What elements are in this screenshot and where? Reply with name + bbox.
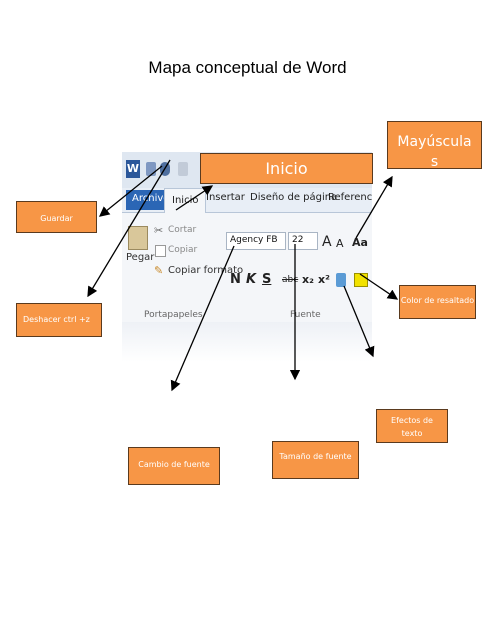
arrow-inicio bbox=[175, 185, 214, 211]
cambio-fuente-label: Cambio de fuente bbox=[138, 460, 210, 469]
ribbon-tabs: Archivo Inicio Insertar Diseño de página… bbox=[122, 188, 372, 213]
efectos-label-line2: texto bbox=[401, 429, 423, 438]
arrow-deshacer bbox=[87, 159, 171, 298]
tab-insertar[interactable]: Insertar bbox=[206, 192, 245, 203]
clipboard-group-label: Portapapeles bbox=[144, 310, 203, 320]
color-resaltado-box: Color de resaltado bbox=[399, 285, 476, 319]
paste-icon[interactable] bbox=[128, 226, 148, 250]
grow-font-icon[interactable]: A bbox=[322, 234, 332, 250]
subscript-button[interactable]: x₂ bbox=[302, 273, 314, 286]
change-case-icon[interactable]: Aa bbox=[352, 236, 368, 249]
font-name-box[interactable]: Agency FB bbox=[226, 232, 286, 250]
color-resaltado-label: Color de resaltado bbox=[400, 296, 475, 305]
tab-referencias[interactable]: Referencias bbox=[328, 192, 372, 203]
word-app-icon: W bbox=[126, 160, 140, 178]
arrow-mayusculas bbox=[355, 175, 393, 239]
text-effects-icon[interactable] bbox=[336, 273, 346, 287]
mayusculas-box: Mayúscula s bbox=[387, 121, 482, 169]
save-icon[interactable] bbox=[146, 162, 156, 176]
guardar-box: Guardar bbox=[16, 201, 97, 233]
shrink-font-icon[interactable]: A bbox=[336, 237, 344, 250]
bold-button[interactable]: N bbox=[230, 272, 241, 287]
mayusculas-label-line2: s bbox=[430, 154, 439, 169]
format-painter-label[interactable]: Copiar formato bbox=[168, 265, 244, 276]
superscript-button[interactable]: x² bbox=[318, 273, 330, 286]
arrow-cambio bbox=[170, 245, 235, 392]
tab-inicio[interactable]: Inicio bbox=[164, 188, 207, 213]
page-title: Mapa conceptual de Word bbox=[148, 58, 347, 77]
guardar-label: Guardar bbox=[40, 214, 73, 223]
efectos-texto-box: Efectos de texto bbox=[376, 409, 448, 443]
cambio-fuente-box: Cambio de fuente bbox=[128, 447, 220, 485]
deshacer-label: Deshacer ctrl +z bbox=[23, 315, 90, 324]
paintbrush-icon[interactable]: ✎ bbox=[154, 264, 164, 277]
copy-icon[interactable] bbox=[155, 245, 166, 257]
tab-diseno-pagina[interactable]: Diseño de página bbox=[250, 192, 338, 203]
arrow-efectos bbox=[343, 285, 375, 358]
ribbon-reflection bbox=[122, 322, 372, 362]
tab-archivo[interactable]: Archivo bbox=[126, 190, 176, 210]
inicio-label: Inicio bbox=[265, 159, 308, 178]
italic-button[interactable]: K bbox=[246, 272, 257, 287]
arrow-guardar bbox=[98, 165, 163, 217]
font-group-label: Fuente bbox=[290, 310, 321, 320]
strikethrough-button[interactable]: abc bbox=[282, 275, 299, 285]
tamano-fuente-box: Tamaño de fuente bbox=[272, 441, 359, 479]
efectos-label-line1: Efectos de bbox=[391, 416, 433, 425]
copy-label[interactable]: Copiar bbox=[168, 245, 198, 255]
deshacer-box: Deshacer ctrl +z bbox=[16, 303, 102, 337]
redo-icon[interactable] bbox=[178, 162, 188, 176]
inicio-box: Inicio bbox=[200, 153, 373, 184]
cut-label[interactable]: Cortar bbox=[168, 225, 197, 235]
scissors-icon[interactable]: ✂ bbox=[154, 224, 164, 237]
paste-button-label[interactable]: Pegar bbox=[126, 252, 155, 263]
arrow-color-resaltado bbox=[359, 273, 399, 300]
underline-button[interactable]: S bbox=[262, 272, 272, 287]
mayusculas-label-line1: Mayúscula bbox=[397, 134, 472, 150]
tamano-fuente-label: Tamaño de fuente bbox=[279, 452, 352, 461]
